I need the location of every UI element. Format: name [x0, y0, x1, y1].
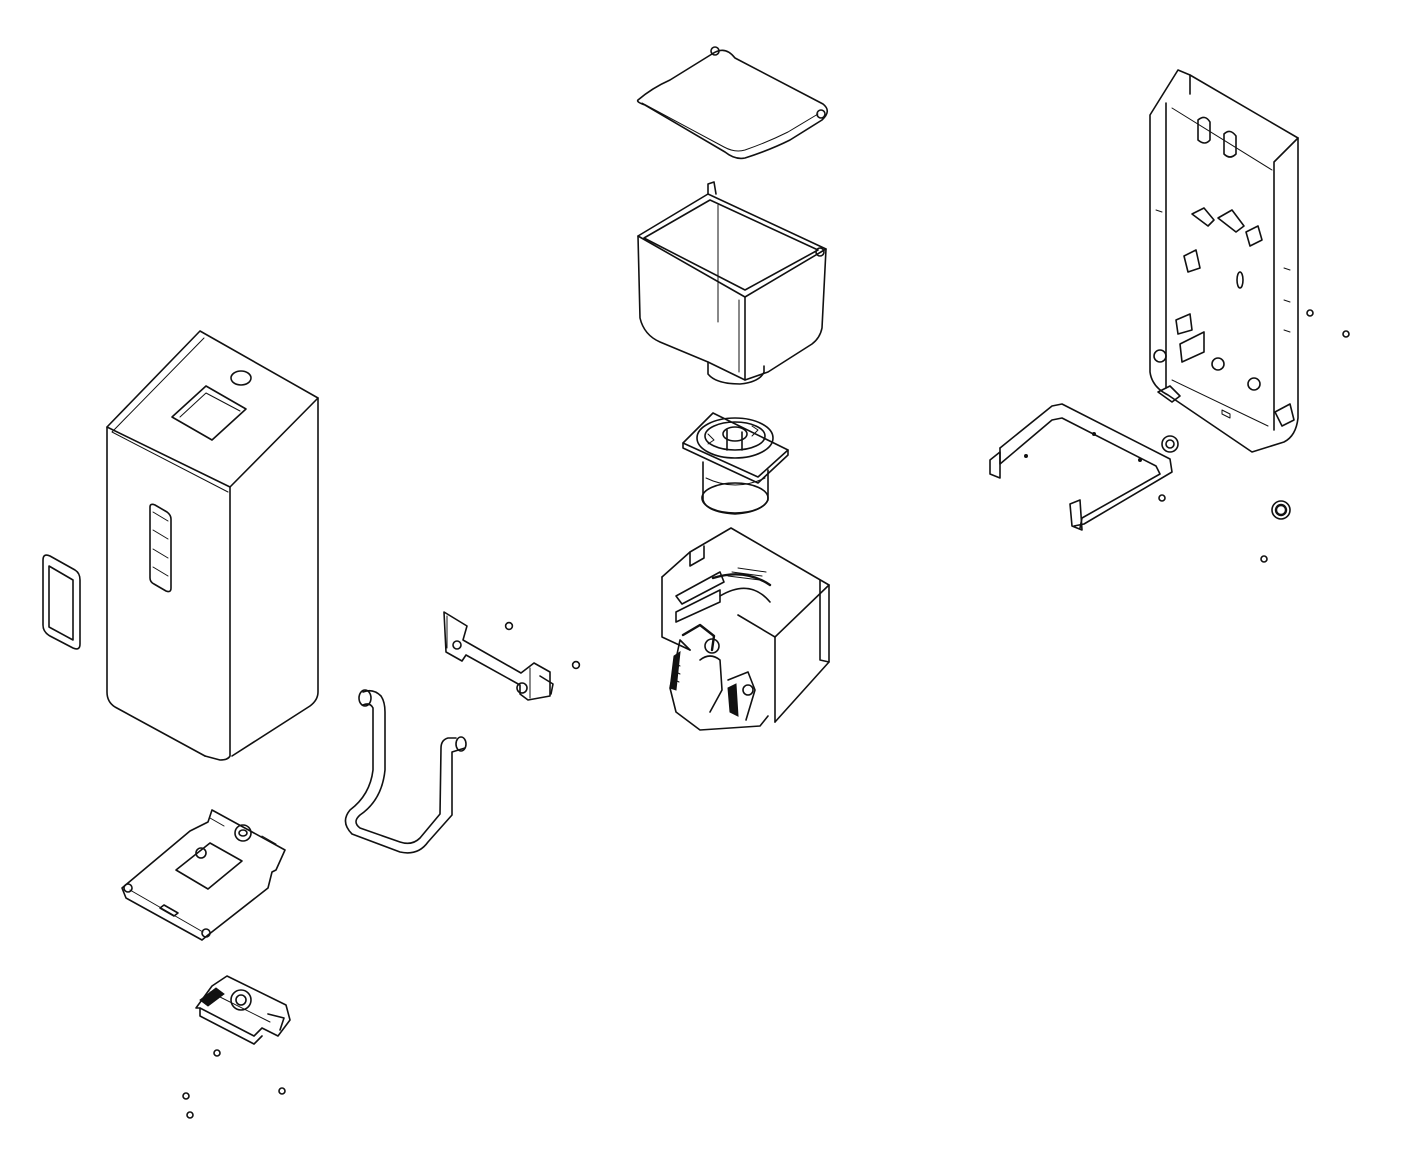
actuator-block: [183, 976, 290, 1118]
pump-housing: [662, 528, 829, 730]
refill-window-trim: [43, 555, 80, 649]
mounting-bracket: [444, 612, 579, 700]
reservoir-lid: [638, 47, 828, 158]
liquid-tube: [345, 690, 466, 853]
pump-valve-assembly: [683, 413, 788, 514]
wall-plugs: [1162, 436, 1290, 519]
screws: [1159, 495, 1267, 562]
front-cover: [107, 331, 318, 760]
back-plate: [1150, 70, 1349, 452]
reservoir-tank: [638, 182, 826, 384]
retaining-strap: [990, 404, 1172, 530]
bottom-plate: [122, 810, 285, 940]
